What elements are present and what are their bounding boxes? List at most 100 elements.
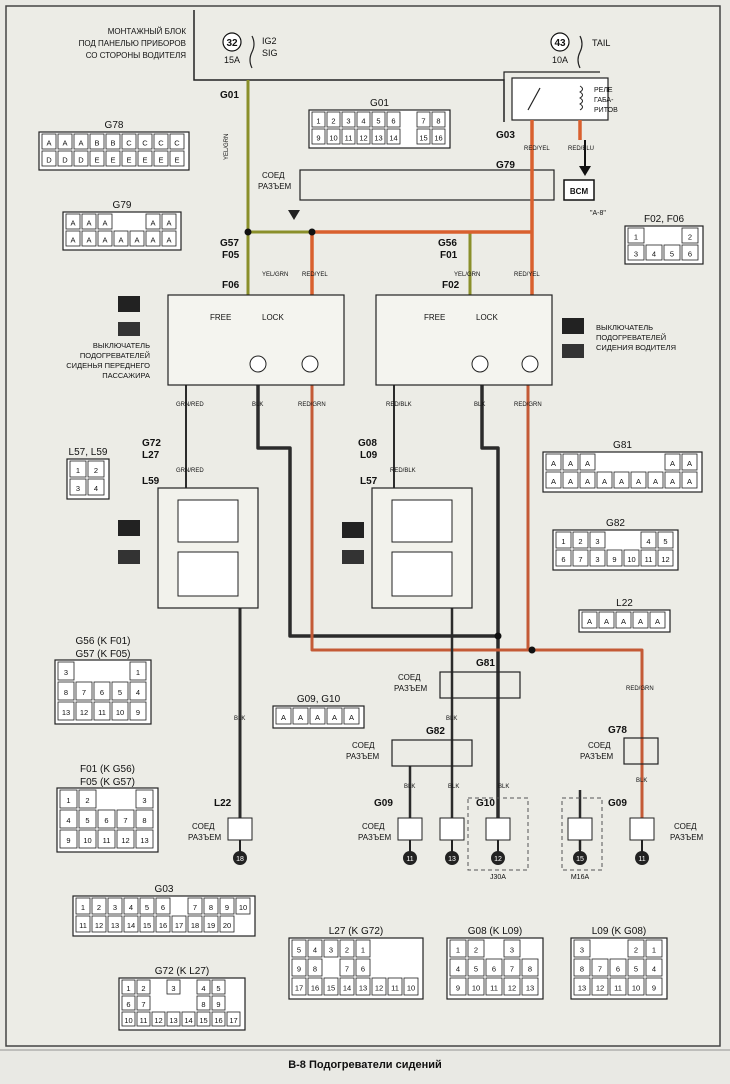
- ref-g79-2: G79: [496, 160, 515, 171]
- svg-text:A: A: [653, 477, 658, 486]
- svg-text:A: A: [551, 477, 556, 486]
- svg-text:11: 11: [98, 708, 106, 717]
- svg-text:6: 6: [561, 555, 565, 564]
- svg-text:7: 7: [578, 555, 582, 564]
- svg-text:11: 11: [79, 921, 87, 930]
- wire-label-17: RED/GRN: [626, 686, 654, 692]
- svg-text:8: 8: [209, 903, 213, 912]
- svg-text:19: 19: [207, 921, 215, 930]
- heater-passenger: [118, 487, 259, 609]
- ref-g81-15: G81: [476, 658, 495, 669]
- fuse-block-label-3: СО СТОРОНЫ ВОДИТЕЛЯ: [86, 51, 187, 60]
- svg-text:A: A: [619, 477, 624, 486]
- ground-18-0: 18: [227, 817, 253, 865]
- svg-text:7: 7: [421, 117, 425, 126]
- svg-text:12: 12: [359, 134, 367, 143]
- svg-text:РЕЛЕ: РЕЛЕ: [594, 87, 613, 94]
- svg-text:15: 15: [143, 921, 151, 930]
- svg-text:A: A: [102, 219, 107, 228]
- svg-text:G08 (K L09): G08 (K L09): [468, 926, 522, 937]
- svg-text:3: 3: [64, 668, 68, 677]
- svg-text:10: 10: [124, 1016, 132, 1025]
- svg-text:3: 3: [580, 946, 584, 955]
- svg-text:СОЕД: СОЕД: [352, 741, 375, 750]
- svg-text:9: 9: [652, 984, 656, 993]
- svg-text:7: 7: [510, 965, 514, 974]
- svg-text:A: A: [568, 459, 573, 468]
- svg-text:6: 6: [104, 816, 108, 825]
- svg-text:4: 4: [652, 965, 656, 974]
- wire-label-2: RED/YEL: [524, 146, 550, 152]
- svg-text:11: 11: [490, 984, 498, 993]
- bcm-box: BCM "A-8": [563, 140, 606, 217]
- ground-icon: [491, 851, 505, 865]
- svg-text:6: 6: [391, 117, 395, 126]
- ground-11-5: 11: [629, 817, 655, 865]
- svg-text:2: 2: [688, 233, 692, 242]
- svg-text:5: 5: [216, 984, 220, 993]
- svg-text:15: 15: [327, 984, 335, 993]
- wire-label-4: YEL/GRN: [262, 272, 288, 278]
- svg-text:13: 13: [359, 984, 367, 993]
- svg-text:G01: G01: [370, 98, 389, 109]
- switch-drv-label: ВЫКЛЮЧАТЕЛЬ: [596, 323, 653, 332]
- svg-text:15: 15: [199, 1016, 207, 1025]
- svg-text:4: 4: [652, 250, 656, 259]
- svg-text:A: A: [621, 617, 626, 626]
- svg-text:11: 11: [345, 134, 353, 143]
- svg-text:12: 12: [154, 1016, 162, 1025]
- svg-text:4: 4: [646, 537, 650, 546]
- svg-text:РАЗЪЕМ: РАЗЪЕМ: [346, 752, 380, 761]
- svg-text:11: 11: [406, 856, 413, 863]
- svg-text:3: 3: [346, 117, 350, 126]
- svg-text:1: 1: [316, 117, 320, 126]
- svg-text:43: 43: [554, 38, 566, 49]
- wire-label-20: BLK: [448, 784, 459, 790]
- svg-text:14: 14: [127, 921, 135, 930]
- wire-label-5: RED/YEL: [302, 272, 328, 278]
- wire-label-12: BLK: [474, 402, 485, 408]
- svg-text:A: A: [551, 459, 556, 468]
- svg-text:IG2: IG2: [262, 36, 277, 46]
- svg-text:3: 3: [595, 555, 599, 564]
- switch-pass-label: ВЫКЛЮЧАТЕЛЬ: [93, 341, 150, 350]
- svg-text:D: D: [46, 156, 52, 165]
- svg-text:4: 4: [136, 688, 140, 697]
- svg-text:G03: G03: [155, 884, 174, 895]
- svg-text:G09, G10: G09, G10: [297, 694, 341, 705]
- svg-text:5: 5: [634, 965, 638, 974]
- svg-text:D: D: [62, 156, 68, 165]
- svg-text:E: E: [126, 156, 131, 165]
- svg-text:5: 5: [376, 117, 380, 126]
- svg-text:6: 6: [616, 965, 620, 974]
- svg-text:FREE: FREE: [210, 313, 231, 322]
- splice-dot-2: [528, 646, 536, 654]
- svg-text:6: 6: [492, 965, 496, 974]
- svg-text:L22: L22: [616, 598, 633, 609]
- ref-g03-1: G03: [496, 130, 515, 141]
- svg-text:СОЕД: СОЕД: [398, 673, 421, 682]
- svg-text:7: 7: [141, 1000, 145, 1009]
- svg-text:C: C: [174, 139, 180, 148]
- wire-label-3: RED/BLU: [568, 146, 594, 152]
- wire-9: [526, 385, 644, 820]
- svg-text:8: 8: [436, 117, 440, 126]
- svg-text:7: 7: [82, 688, 86, 697]
- ref-l59-11: L59: [142, 476, 160, 487]
- svg-text:4: 4: [313, 946, 317, 955]
- ref-l09-13: L09: [360, 450, 378, 461]
- svg-text:10: 10: [83, 836, 91, 845]
- svg-text:2: 2: [94, 466, 98, 475]
- svg-text:C: C: [126, 139, 132, 148]
- svg-text:17: 17: [295, 984, 303, 993]
